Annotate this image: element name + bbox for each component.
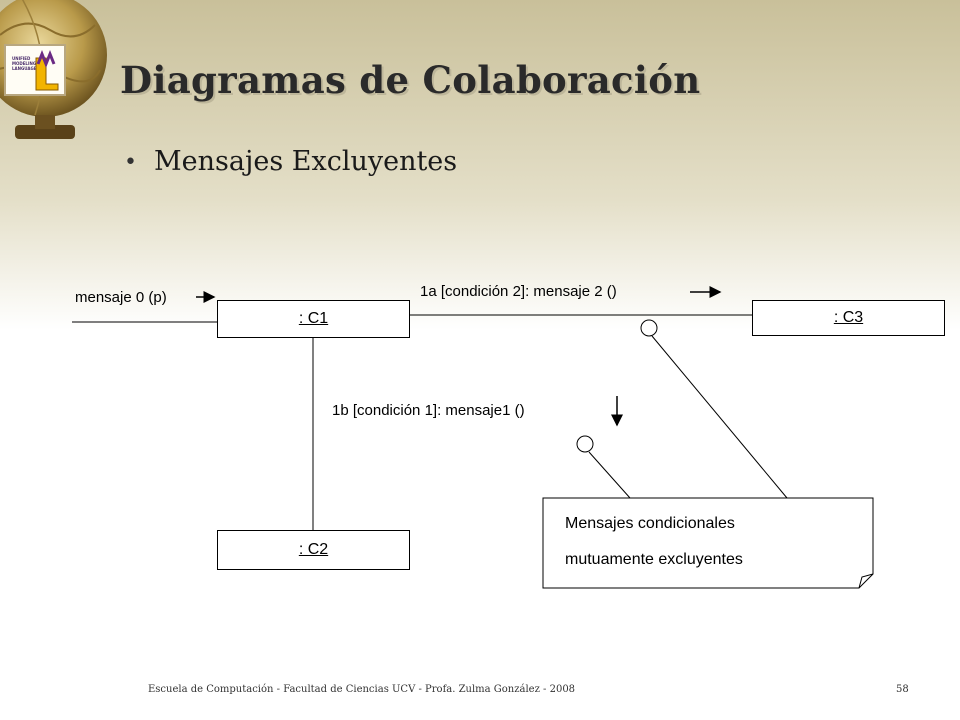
message-1a-label: 1a [condición 2]: mensaje 2 () [420,283,617,300]
note-connector-1a [651,335,788,499]
bullet-marker: • [124,150,137,175]
footer-text: Escuela de Computación - Facultad de Cie… [148,684,576,695]
message-1b-label: 1b [condición 1]: mensaje1 () [332,402,525,419]
object-c1: : C1 [217,300,410,338]
note-line-1: Mensajes condicionales [565,515,735,532]
bullet-text: Mensajes Excluyentes [154,146,458,177]
object-c3: : C3 [752,300,945,336]
uml-logo: UNIFIED MODELING LANGUAGE [4,44,66,96]
constraint-circle-1b [576,435,594,453]
page-number: 58 [896,684,909,695]
page-title: Diagramas de Colaboración [120,58,701,102]
uml-logo-icon [35,49,59,91]
note-line-2: mutuamente excluyentes [565,551,743,568]
constraint-circle-1a [640,319,658,337]
note-fold [858,573,874,589]
object-c2: : C2 [217,530,410,570]
page-title-shadow: Diagramas de Colaboración [122,60,703,104]
note-connector-1b [588,451,631,499]
note-shape [542,497,874,589]
uml-logo-text: UNIFIED MODELING LANGUAGE [12,56,37,71]
message-0-label: mensaje 0 (p) [75,289,167,306]
